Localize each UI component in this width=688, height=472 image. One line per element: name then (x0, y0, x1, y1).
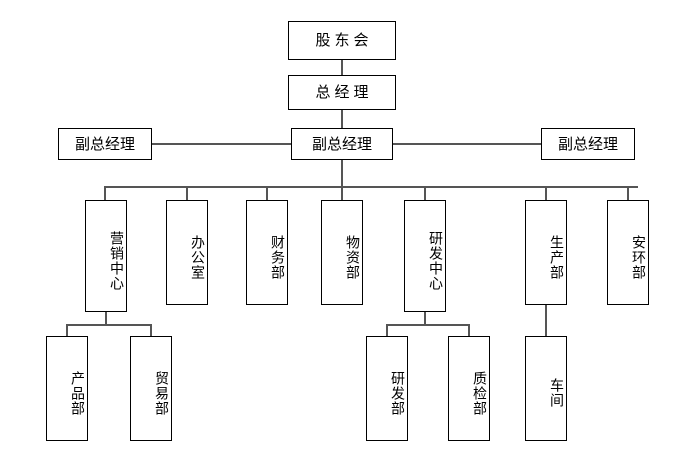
node-label: 贸易部 (153, 370, 169, 416)
node-production-dept[interactable]: 生产部 (525, 200, 567, 305)
node-trade-dept[interactable]: 贸易部 (130, 336, 172, 441)
connector-drop-rd-center (424, 186, 426, 200)
node-deputy-gm-center[interactable]: 副总经理 (291, 128, 393, 160)
node-marketing-center[interactable]: 营销中心 (85, 200, 127, 312)
node-label: 研发中心 (427, 230, 443, 291)
node-finance-dept[interactable]: 财务部 (246, 200, 288, 305)
connector-marketing-center-stem (105, 312, 107, 324)
connector-drop-materials-dept (341, 186, 343, 200)
connector-gm-to-deputy-center (341, 110, 343, 128)
node-label: 副总经理 (311, 134, 372, 153)
node-rd-center[interactable]: 研发中心 (404, 200, 446, 312)
connector-rd-center-stem (424, 312, 426, 324)
node-label: 质检部 (471, 370, 487, 416)
connector-drop-product-dept (66, 324, 68, 336)
node-deputy-gm-right[interactable]: 副总经理 (541, 128, 635, 160)
node-label: 车间 (548, 378, 564, 408)
node-label: 股东会 (315, 31, 373, 49)
connector-deputy-center-to-dept-bus (341, 160, 343, 186)
connector-drop-office (186, 186, 188, 200)
node-label: 财务部 (269, 234, 285, 280)
connector-drop-rd-dept (386, 324, 388, 336)
connector-rd-center-bus (386, 324, 470, 326)
node-materials-dept[interactable]: 物资部 (321, 200, 363, 305)
node-safety-env-dept[interactable]: 安环部 (607, 200, 649, 305)
connector-drop-trade-dept (150, 324, 152, 336)
connector-drop-qc-dept (468, 324, 470, 336)
node-label: 营销中心 (108, 230, 124, 291)
connector-department-bus (104, 186, 638, 188)
node-shareholders[interactable]: 股东会 (288, 21, 396, 60)
connector-drop-marketing-center (104, 186, 106, 200)
node-office[interactable]: 办公室 (166, 200, 208, 305)
connector-shareholders-to-gm (341, 60, 343, 75)
node-rd-dept[interactable]: 研发部 (366, 336, 408, 441)
connector-deputy-center-to-right (393, 143, 541, 145)
node-label: 研发部 (389, 370, 405, 416)
connector-marketing-center-bus (66, 324, 152, 326)
connector-production-to-workshop (545, 305, 547, 336)
connector-drop-production-dept (545, 186, 547, 200)
node-label: 办公室 (189, 234, 205, 280)
node-label: 副总经理 (557, 134, 618, 153)
node-label: 生产部 (548, 234, 564, 280)
node-label: 安环部 (630, 234, 646, 280)
node-qc-dept[interactable]: 质检部 (448, 336, 490, 441)
node-workshop[interactable]: 车间 (525, 336, 567, 441)
node-label: 产品部 (69, 370, 85, 416)
node-product-dept[interactable]: 产品部 (46, 336, 88, 441)
node-general-manager[interactable]: 总经理 (288, 75, 396, 110)
connector-drop-finance-dept (266, 186, 268, 200)
node-label: 物资部 (344, 234, 360, 280)
connector-drop-safety-env-dept (627, 186, 629, 200)
node-deputy-gm-left[interactable]: 副总经理 (58, 128, 152, 160)
connector-deputy-left-to-center (152, 143, 291, 145)
node-label: 总经理 (315, 83, 373, 101)
node-label: 副总经理 (74, 134, 135, 153)
